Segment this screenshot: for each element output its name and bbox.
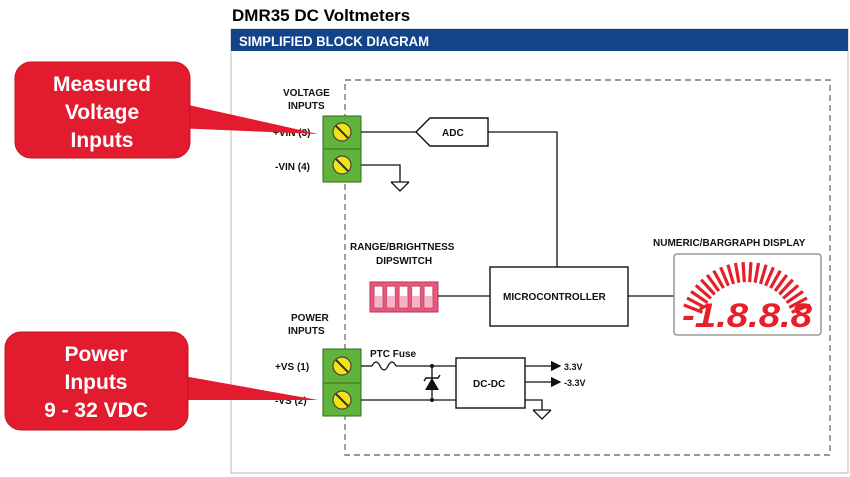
power-inputs-header-line1: POWER [291, 313, 330, 324]
bargraph-segment [700, 278, 716, 296]
vs-minus-label: -VS (2) [275, 396, 307, 407]
callout-measured-line3: Inputs [71, 129, 134, 152]
voltage-inputs-header-line2: INPUTS [288, 101, 325, 112]
ptc-fuse-label: PTC Fuse [370, 349, 417, 360]
dipswitch-toggle [375, 287, 382, 296]
dipswitch-toggle [425, 287, 432, 296]
vs-plus-label: +VS (1) [275, 362, 309, 373]
bargraph-segment [719, 266, 730, 287]
bargraph-segment [758, 264, 768, 285]
bargraph-segment [753, 262, 761, 283]
bargraph-segment [686, 296, 706, 309]
output-neg3v3-label: -3.3V [564, 378, 586, 388]
vin-plus-label: +VIN (3) [273, 128, 311, 139]
callout-measured-line1: Measured [53, 73, 151, 96]
banner-bar [231, 29, 848, 51]
bargraph-segment [741, 262, 746, 283]
bargraph-segment [694, 284, 712, 300]
callout-power-line3: 9 - 32 VDC [44, 399, 148, 422]
banner-text: SIMPLIFIED BLOCK DIAGRAM [239, 33, 429, 49]
dcdc-label: DC-DC [473, 379, 505, 390]
display-digits: -1.8.8.8 [682, 297, 812, 335]
measured-voltage-callout: Measured Voltage Inputs [14, 61, 318, 159]
dipswitch-key [373, 285, 384, 309]
callout-measured-line2: Voltage [65, 101, 139, 124]
screw-vs-minus-icon [332, 390, 352, 410]
callout-power-line1: Power [64, 343, 127, 366]
adc-label: ADC [442, 128, 464, 139]
bargraph-segment [785, 290, 804, 305]
zener-diode-icon [423, 364, 441, 402]
power-terminal-block [322, 348, 362, 417]
bargraph-segment [690, 290, 709, 305]
power-inputs-callout: Power Inputs 9 - 32 VDC [4, 331, 318, 431]
bargraph-segment [778, 278, 794, 296]
bargraph-segment [705, 273, 721, 293]
dcdc-block [455, 357, 526, 409]
bargraph-segment [733, 262, 741, 283]
display-label: NUMERIC/BARGRAPH DISPLAY [653, 238, 806, 249]
vin-minus-label: -VIN (4) [275, 162, 310, 173]
bargraph-segment [788, 296, 808, 309]
bargraph-segment [712, 269, 725, 289]
screw-vin-minus-icon [332, 155, 352, 175]
bargraph-segment [791, 303, 811, 314]
callout-power-line2: Inputs [65, 371, 128, 394]
bargraph-segment [726, 264, 736, 285]
microcontroller-label: MICROCONTROLLER [503, 292, 607, 303]
bargraph-segment [764, 266, 775, 287]
dipswitch-toggle [387, 287, 395, 296]
ground-icon [390, 181, 410, 192]
bargraph-segment [748, 262, 753, 283]
output-3v3-label: 3.3V [564, 362, 583, 372]
microcontroller-block [489, 266, 629, 327]
dipswitch-icon [369, 281, 439, 313]
document-title: DMR35 DC Voltmeters [232, 6, 411, 25]
numeric-bargraph-display: -1.8.8.8 [673, 253, 822, 336]
bargraph-segment [782, 284, 800, 300]
dipswitch-key [386, 285, 396, 309]
voltage-terminal-block [322, 115, 362, 183]
dipswitch-key [398, 285, 409, 309]
dipswitch-key [411, 285, 421, 309]
voltage-inputs-header-line1: VOLTAGE [283, 88, 330, 99]
ptc-fuse-icon [371, 361, 397, 371]
dipswitch-label-line2: DIPSWITCH [376, 256, 432, 267]
bargraph-segment [773, 273, 789, 293]
screw-vin-plus-icon [332, 122, 352, 142]
power-inputs-header-line2: INPUTS [288, 326, 325, 337]
dipswitch-toggle [412, 287, 420, 296]
dipswitch-label-line1: RANGE/BRIGHTNESS [350, 242, 455, 253]
bargraph-segment [769, 269, 782, 289]
device-boundary [344, 79, 831, 456]
bargraph-segment [683, 303, 703, 314]
bargraph-segments [683, 262, 811, 314]
dipswitch-key [423, 285, 434, 309]
screw-vs-plus-icon [332, 356, 352, 376]
ground-icon-power [532, 409, 552, 420]
dipswitch-toggle [400, 287, 407, 296]
